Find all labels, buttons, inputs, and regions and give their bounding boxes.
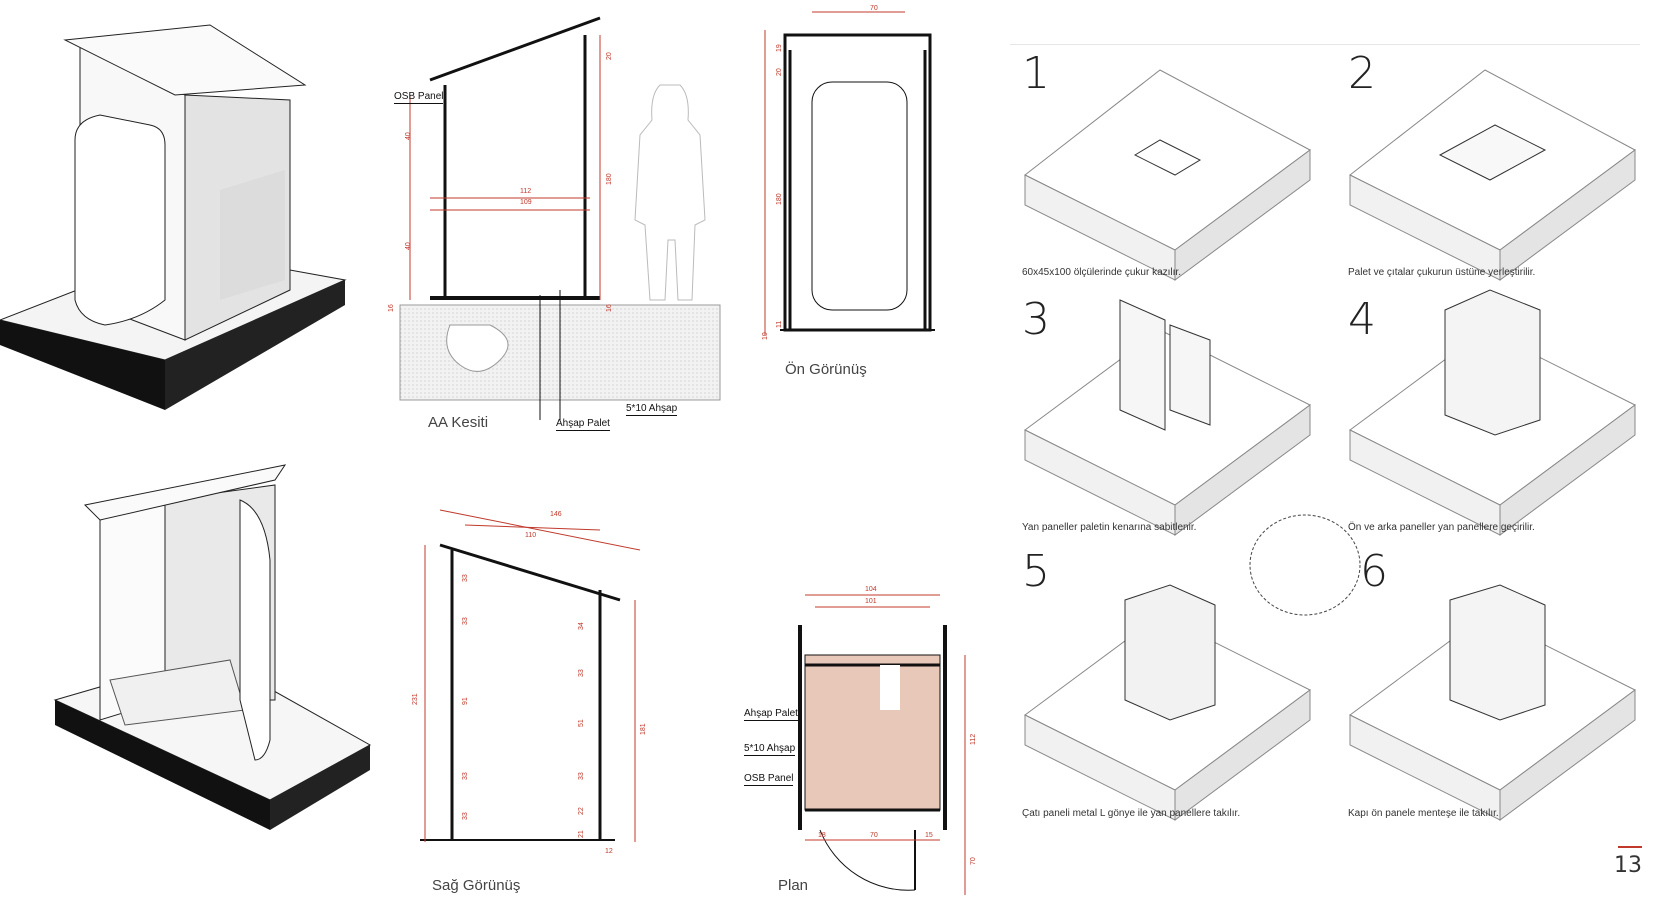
dim-side-33e: 33 [578,669,585,677]
plan-title: Plan [778,877,809,894]
page-number: 13 [1614,853,1642,878]
side-view-title: Sağ Görünüş [432,877,521,894]
page-number-rule [1618,846,1642,848]
dim-side-22: 22 [578,807,585,815]
dim-side-110: 110 [525,532,537,539]
plan-label-ahsap-palet: Ahşap Palet [744,708,798,721]
step-6-caption: Kapı ön panele menteşe ile takılır. [1348,808,1499,819]
dim-front-10: 10 [762,332,769,340]
dim-plan-70b: 70 [970,857,977,865]
step-slabs [1024,69,1636,821]
step-5-number: 5 [1022,546,1050,597]
dim-section-109: 109 [520,199,532,206]
step-2-caption: Palet ve çıtalar çukurun üstüne yerleşti… [1348,267,1536,278]
dim-side-91: 91 [462,697,469,705]
dim-section-16b: 16 [606,304,613,312]
dim-section-40a: 40 [405,132,412,140]
dim-side-21: 21 [578,830,585,838]
step-2-number: 2 [1348,48,1376,99]
front-view-title: Ön Görünüş [785,361,867,378]
label-ahsap-palet: Ahşap Palet [556,418,610,431]
top-rule [1010,44,1640,45]
dim-front-70: 70 [870,5,878,12]
dim-plan-104: 104 [865,586,877,593]
step-1-number: 1 [1022,48,1050,99]
dim-section-16a: 16 [388,304,395,312]
dim-section-40b: 40 [405,242,412,250]
render-closed-cabin [0,24,347,410]
dim-side-51: 51 [578,719,585,727]
dim-plan-18: 18 [818,832,826,839]
section-title: AA Kesiti [428,414,489,431]
dim-side-181: 181 [640,723,647,735]
step-3-number: 3 [1022,294,1050,345]
dim-side-33a: 33 [462,574,469,582]
label-osb-panel: OSB Panel [394,91,444,104]
dim-side-33f: 33 [578,772,585,780]
step-5-caption: Çatı paneli metal L gönye ile yan panell… [1022,808,1241,819]
dim-front-180: 180 [776,193,783,205]
step-4-caption: Ön ve arka paneller yan panellere geçiri… [1348,522,1535,533]
dim-plan-70: 70 [870,832,878,839]
step-3-caption: Yan paneller paletin kenarına sabitlenir… [1022,522,1197,533]
render-open-cabin [53,464,372,830]
plan-label-5x10: 5*10 Ahşap [744,743,796,756]
label-5x10-ahsap: 5*10 Ahşap [626,403,678,416]
dim-section-180: 180 [606,173,613,185]
dim-plan-15: 15 [925,832,933,839]
step-6-number: 6 [1360,546,1388,597]
plan-label-osb: OSB Panel [744,773,794,786]
dim-section-20: 20 [606,52,613,60]
step-4-number: 4 [1348,294,1376,345]
dim-plan-101: 101 [865,598,877,605]
dim-side-12: 12 [605,848,613,855]
dim-side-231: 231 [412,693,419,705]
dim-plan-112: 112 [970,733,977,745]
dim-side-146: 146 [550,511,562,518]
plan-drawing [798,594,966,895]
dim-side-33d: 33 [462,812,469,820]
dim-side-33c: 33 [462,772,469,780]
section-drawing [399,16,721,420]
dim-front-20: 20 [776,68,783,76]
dim-side-33b: 33 [462,617,469,625]
step-1-caption: 60x45x100 ölçülerinde çukur kazılır. [1022,267,1181,278]
side-drawing [420,509,641,842]
dim-front-19: 19 [776,44,783,52]
dim-section-112: 112 [520,188,532,195]
dim-side-34: 34 [578,622,585,630]
front-drawing [764,11,935,335]
dim-front-11: 11 [776,320,783,328]
